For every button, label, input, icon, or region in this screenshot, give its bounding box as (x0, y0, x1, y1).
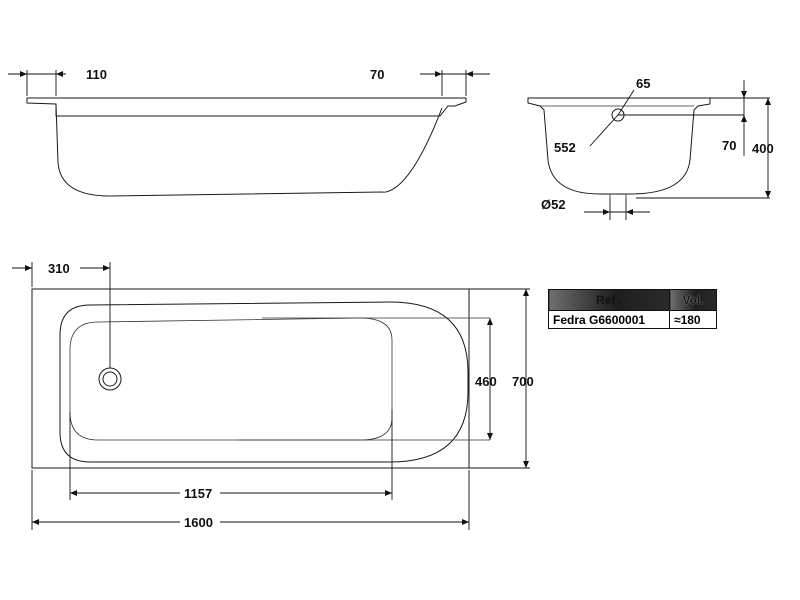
dim-label-460: 460 (475, 374, 497, 389)
arrow (56, 71, 63, 77)
arrow (385, 490, 392, 496)
side-view-rim (26, 97, 467, 117)
arrow (523, 461, 529, 468)
dim-label-52: Ø52 (541, 197, 566, 212)
table-row: Fedra G6600001 ≈180 (548, 310, 717, 329)
dim-label-1157: 1157 (184, 486, 212, 501)
dim-label-65: 65 (636, 76, 650, 91)
drain-outer-circle (98, 367, 122, 391)
dim-label-400: 400 (752, 141, 774, 156)
cell-vol: ≈180 (669, 310, 717, 329)
dim-label-1600: 1600 (184, 515, 213, 530)
label-bg (180, 485, 220, 501)
side-view: 110 70 (8, 67, 490, 197)
arrow (741, 91, 747, 98)
plan-basin-inner (69, 317, 393, 441)
plan-view: 310 460 700 1157 1600 (12, 261, 534, 530)
arrow (25, 265, 32, 271)
arrow (466, 71, 473, 77)
arrow (70, 490, 77, 496)
arrow (523, 289, 529, 296)
header-ref: Ref . (548, 289, 670, 311)
end-view: 65 552 70 400 Ø52 (527, 76, 774, 220)
leader-552 (589, 114, 619, 147)
arrow (741, 115, 747, 122)
arrow (487, 318, 493, 325)
arrow (603, 209, 610, 215)
side-view-body (55, 103, 443, 197)
arrow (32, 519, 39, 525)
dim-label-700: 700 (512, 374, 534, 389)
arrow (626, 209, 633, 215)
dim-label-110: 110 (86, 67, 107, 82)
header-vol: Vol. (669, 289, 717, 311)
cell-ref: Fedra G6600001 (548, 310, 670, 329)
arrow (20, 71, 27, 77)
end-view-outline (527, 97, 711, 195)
arrow (765, 98, 771, 105)
plan-outer-rect (31, 288, 470, 469)
plan-basin-outer (59, 301, 469, 463)
dim-label-310: 310 (48, 261, 70, 276)
dim-label-70-side: 70 (370, 67, 384, 82)
label-bg (180, 514, 220, 530)
leader-65 (617, 89, 635, 116)
arrow (487, 433, 493, 440)
arrow (462, 519, 469, 525)
reference-table: Ref . Vol. Fedra G6600001 ≈180 (548, 289, 717, 329)
dim-label-70-end: 70 (722, 138, 736, 153)
dim-label-552: 552 (554, 140, 576, 155)
drain-inner-circle (102, 371, 118, 387)
arrow (103, 265, 110, 271)
arrow (435, 71, 442, 77)
table-header-row: Ref . Vol. (548, 289, 717, 311)
arrow (765, 191, 771, 198)
